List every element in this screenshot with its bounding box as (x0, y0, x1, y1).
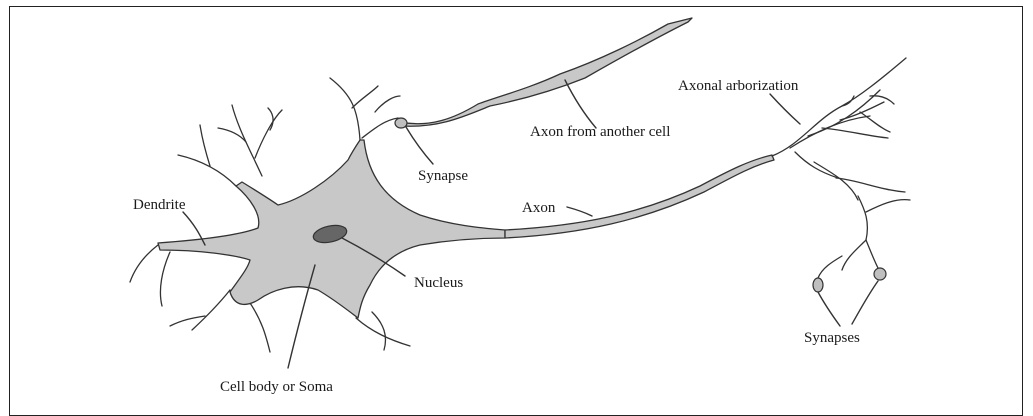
label-axon: Axon (522, 200, 556, 216)
axon-from-another-cell (400, 18, 692, 126)
synapse-terminal-right (874, 268, 886, 280)
label-nucleus: Nucleus (414, 275, 463, 291)
axon (505, 155, 774, 238)
label-cell-body: Cell body or Soma (220, 379, 333, 395)
label-axonal-arborization: Axonal arborization (678, 78, 799, 94)
label-dendrite: Dendrite (133, 197, 186, 213)
label-axon-from-another-cell: Axon from another cell (530, 124, 670, 140)
label-synapses: Synapses (804, 330, 860, 346)
synapse-terminal-left (813, 278, 823, 292)
label-synapse: Synapse (418, 168, 468, 184)
synapse-bulb (395, 118, 407, 128)
neuron-diagram: Dendrite Synapse Axon from another cell … (0, 0, 1033, 406)
